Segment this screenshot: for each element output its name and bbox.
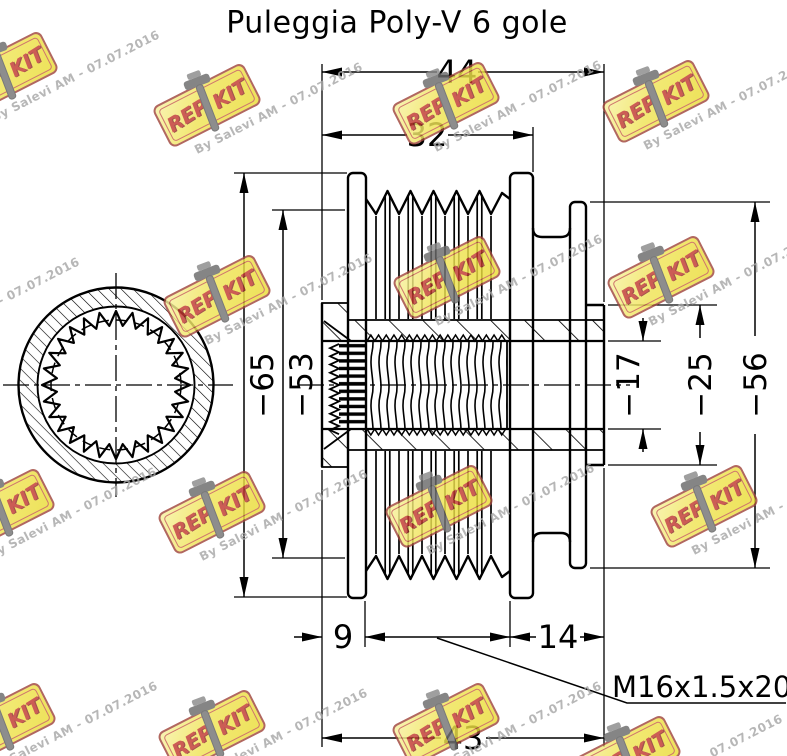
front-view — [3, 273, 233, 497]
valley-top — [531, 227, 572, 239]
dim-width-overall: 44 — [437, 53, 478, 91]
poly-v-teeth-top — [365, 189, 511, 216]
thread-leader-line — [436, 637, 786, 704]
dim-dia-ring: −56 — [738, 352, 774, 417]
dim-offset-left: 9 — [333, 618, 353, 656]
dim-length-hub: 43 — [443, 719, 484, 756]
front-centerlines — [3, 273, 233, 497]
dim-width-pulley: 32 — [407, 116, 448, 154]
dim-offset-right: 14 — [538, 618, 579, 656]
serration-profile — [327, 343, 342, 436]
valley-bottom — [531, 531, 572, 543]
dimension-arrows — [239, 67, 760, 743]
thread-spec: M16x1.5x20 — [612, 670, 787, 704]
bore-outline — [320, 303, 604, 467]
extension-lines — [234, 64, 770, 747]
dim-dia-bore: −17 — [611, 352, 647, 417]
page-title: Puleggia Poly-V 6 gole — [226, 6, 568, 41]
dim-dia-groove: −53 — [284, 352, 320, 417]
dim-dia-hub: −25 — [683, 352, 719, 417]
dim-dia-outer: −65 — [245, 352, 281, 417]
side-view-section — [298, 171, 630, 600]
poly-v-teeth-bottom — [365, 554, 511, 581]
